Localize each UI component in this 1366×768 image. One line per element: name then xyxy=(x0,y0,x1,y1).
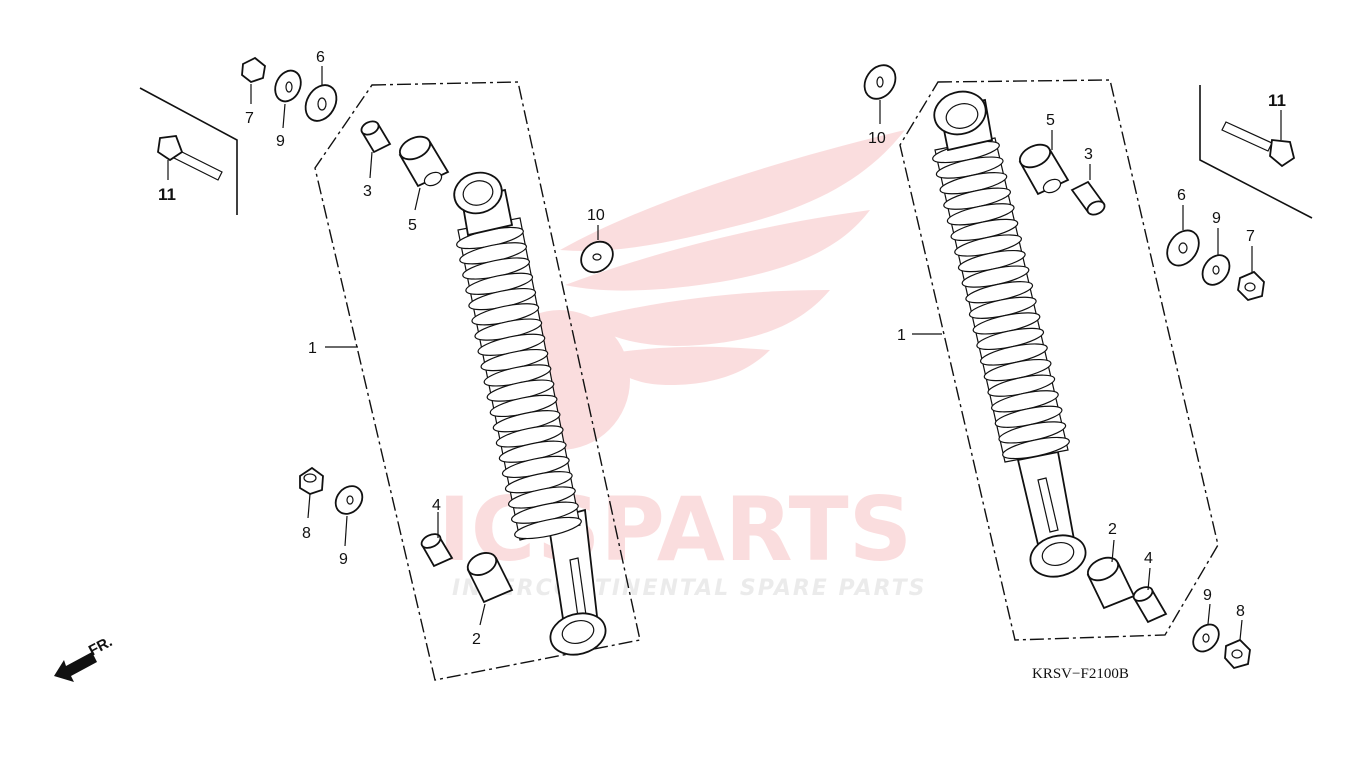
left-leader-lines xyxy=(167,66,599,626)
left-callout-7: 7 xyxy=(245,110,254,127)
right-washer-10 xyxy=(863,64,897,100)
right-washer-6 xyxy=(1166,229,1200,267)
front-direction-indicator: FR. xyxy=(54,633,115,682)
left-washer-6 xyxy=(304,84,338,122)
right-callout-9-top: 9 xyxy=(1212,210,1221,227)
left-callout-3: 3 xyxy=(363,183,372,200)
right-leader-lines xyxy=(879,100,1282,641)
left-spring xyxy=(456,217,582,541)
left-spring-coil xyxy=(514,516,582,540)
left-shock-absorber xyxy=(453,171,607,656)
left-callout-5: 5 xyxy=(408,217,417,234)
left-collar-3 xyxy=(360,120,392,154)
left-callout-9-top: 9 xyxy=(276,133,285,150)
left-assembly-boundary xyxy=(314,81,641,681)
right-callout-5: 5 xyxy=(1046,112,1055,129)
right-callout-4: 4 xyxy=(1144,550,1153,567)
right-callout-11: 11 xyxy=(1268,91,1286,110)
left-bushing-5 xyxy=(398,135,450,188)
right-washer-9-bottom xyxy=(1192,623,1220,653)
left-callouts: 7 9 6 11 3 5 10 1 8 9 4 2 xyxy=(158,49,605,648)
right-shock-assembly: 10 5 3 11 6 9 7 1 2 4 9 8 xyxy=(863,64,1313,670)
left-bolt-11 xyxy=(157,135,223,181)
diagram-code: KRSV−F2100B xyxy=(1032,666,1129,682)
right-callout-3: 3 xyxy=(1084,146,1093,163)
left-callout-4: 4 xyxy=(432,497,441,514)
right-callouts: 10 5 3 11 6 9 7 1 2 4 9 8 xyxy=(868,91,1286,620)
left-nut-8 xyxy=(299,466,324,495)
right-callout-8: 8 xyxy=(1236,603,1245,620)
right-collar-3 xyxy=(1070,180,1106,216)
right-shock-absorber xyxy=(932,90,1087,578)
left-bushing-2 xyxy=(466,552,514,604)
right-assembly-boundary xyxy=(899,79,1219,641)
right-washer-9-top xyxy=(1201,254,1231,286)
right-bushing-5 xyxy=(1018,143,1070,196)
left-collar-4 xyxy=(420,533,454,568)
left-bolt-frame xyxy=(139,87,238,215)
right-nut-7 xyxy=(1237,270,1265,302)
left-callout-8: 8 xyxy=(302,525,311,542)
right-callout-6: 6 xyxy=(1177,187,1186,204)
right-bushing-2 xyxy=(1086,556,1136,610)
right-callout-10: 10 xyxy=(868,130,886,147)
right-spring-coil xyxy=(1002,436,1070,460)
right-callout-2: 2 xyxy=(1108,521,1117,538)
left-callout-11: 11 xyxy=(158,185,176,204)
right-bolt-frame xyxy=(1199,85,1313,219)
right-bolt-11 xyxy=(1221,121,1296,168)
left-callout-9-bottom: 9 xyxy=(339,551,348,568)
left-callout-10: 10 xyxy=(587,207,605,224)
right-callout-7: 7 xyxy=(1246,228,1255,245)
watermark-tagline: INTERCONTINENTAL SPARE PARTS xyxy=(452,576,926,601)
front-arrow-icon xyxy=(54,652,97,682)
right-callout-1: 1 xyxy=(897,327,906,344)
right-nut-8 xyxy=(1224,638,1251,670)
left-callout-1: 1 xyxy=(308,340,317,357)
watermark-logo-text: ICSPARTS xyxy=(438,478,912,581)
left-callout-2: 2 xyxy=(472,631,481,648)
left-washer-9-top xyxy=(274,69,302,103)
left-callout-6: 6 xyxy=(316,49,325,66)
right-callout-9-bottom: 9 xyxy=(1203,587,1212,604)
left-washer-9-bottom xyxy=(334,485,364,515)
left-nut-7 xyxy=(241,56,266,84)
right-collar-4 xyxy=(1132,586,1168,624)
left-washer-10 xyxy=(580,240,614,274)
left-shock-assembly: 7 9 6 11 3 5 10 1 8 9 4 2 xyxy=(139,49,641,681)
